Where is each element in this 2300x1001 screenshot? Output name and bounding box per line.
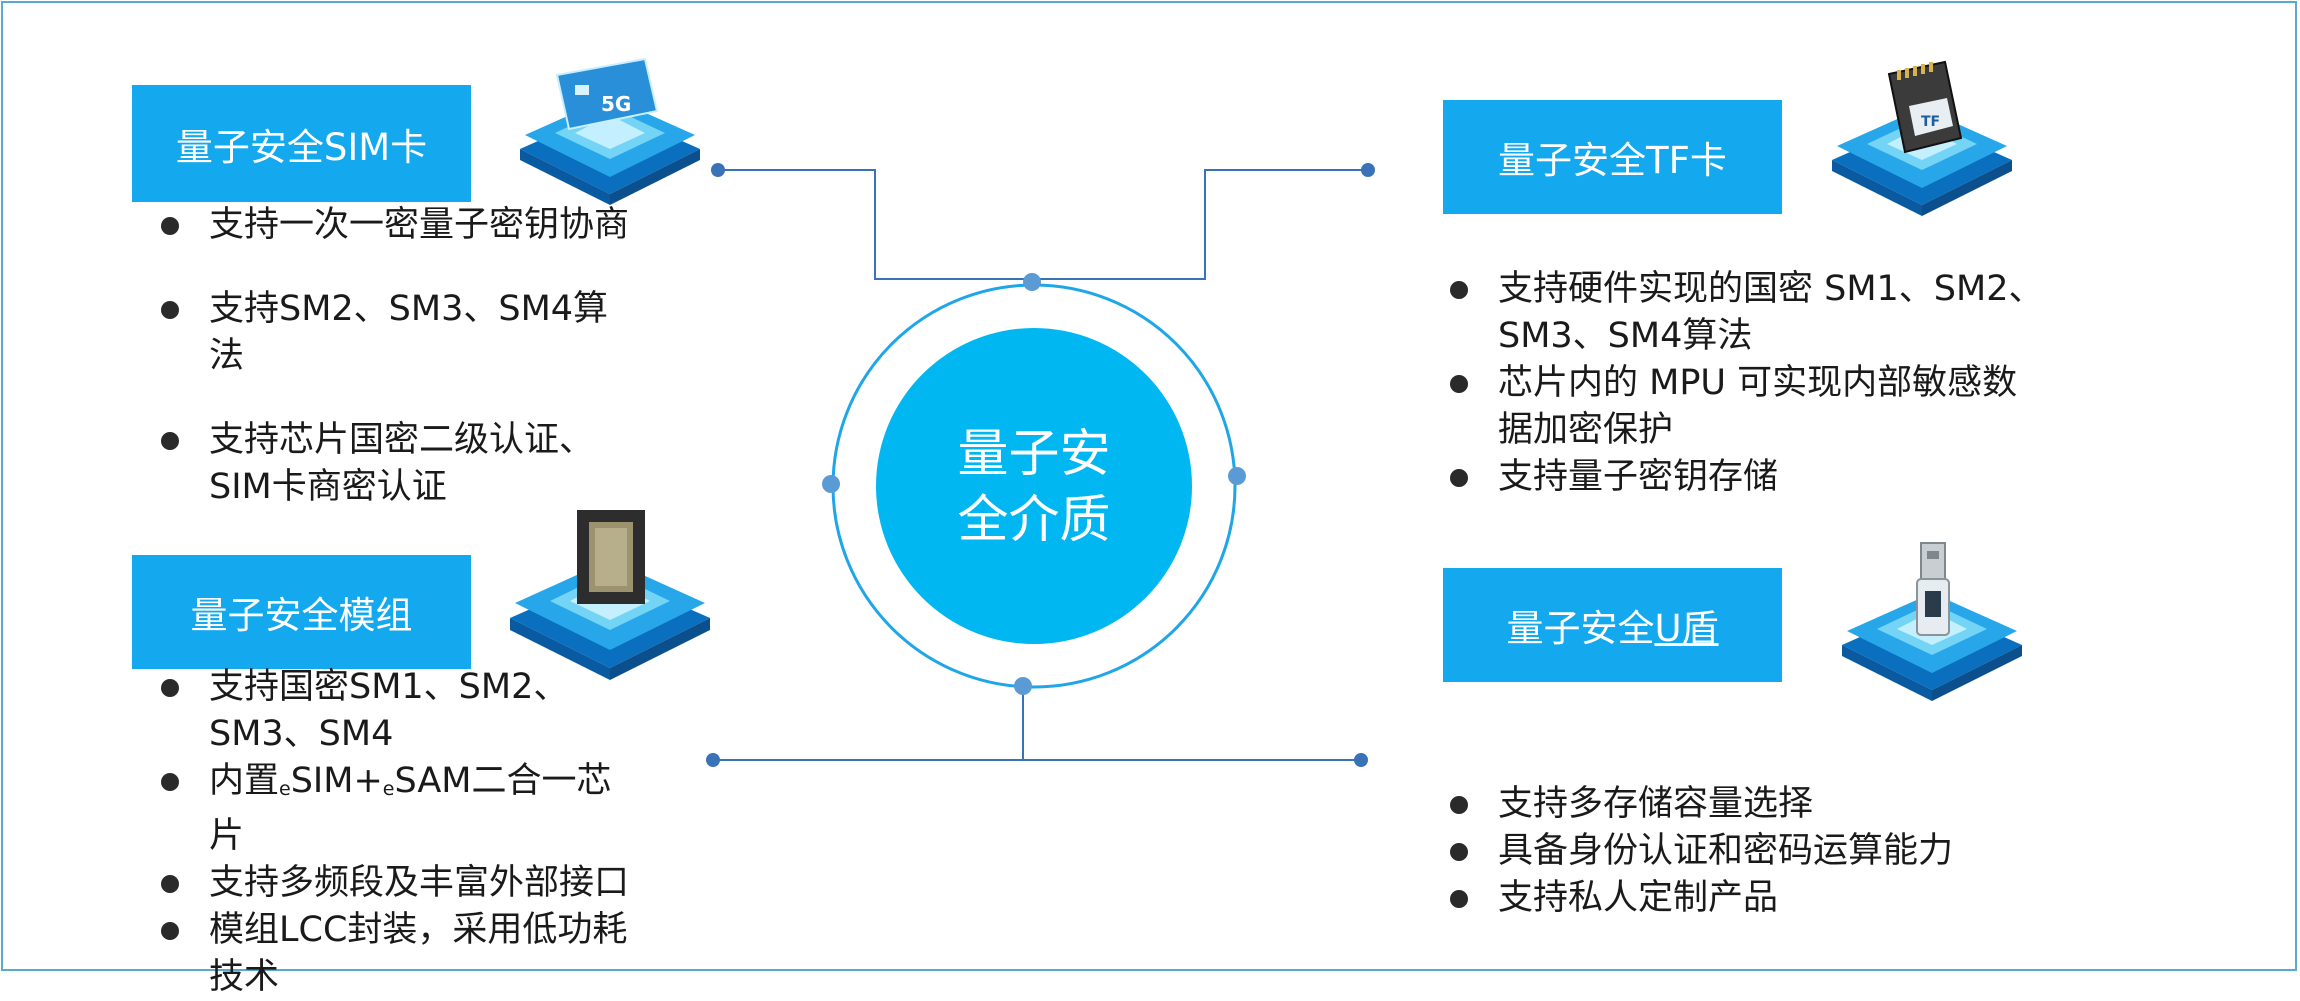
module-feature-text-a: 内置 bbox=[209, 761, 280, 801]
module-feature-esmall: e bbox=[382, 778, 395, 800]
sim-card-features: 支持一次一密量子密钥协商 支持SM2、SM3、SM4算 法 支持芯片国密二级认证… bbox=[154, 202, 674, 511]
tf-feature-text-cont: 据加密保护 bbox=[1498, 410, 1674, 450]
module-feature-text-cont: SM3、SM4 bbox=[209, 714, 394, 754]
usb-shield-chip-icon bbox=[1842, 542, 2022, 701]
sim-card-label: 量子安全SIM卡 bbox=[132, 85, 471, 202]
sim-feature-text: 支持芯片国密二级认证、 bbox=[209, 420, 595, 460]
module-feature-text-cont: 技术 bbox=[209, 957, 280, 997]
module-features: 支持国密SM1、SM2、 SM3、SM4 内置eSIM+eSAM二合一芯 片 支… bbox=[154, 664, 674, 1001]
tf-feature-item: 芯片内的 MPU 可实现内部敏感数 据加密保护 bbox=[1443, 360, 2163, 454]
svg-text:TF: TF bbox=[1921, 114, 1940, 130]
diagram-frame bbox=[1, 1, 2297, 971]
ring-node-bottom bbox=[1014, 677, 1032, 695]
ring-node-right bbox=[1228, 467, 1246, 485]
module-feature-esmall: e bbox=[279, 778, 291, 800]
module-feature-text: 模组LCC封装，采用低功耗 bbox=[209, 910, 628, 950]
sim-feature-item: 支持一次一密量子密钥协商 bbox=[154, 202, 674, 249]
endpoint-u-shield bbox=[1354, 753, 1368, 767]
endpoint-tf bbox=[1361, 163, 1375, 177]
module-feature-text-b: SIM+ bbox=[290, 761, 383, 801]
module-feature-text-c: SAM二合一芯 bbox=[394, 761, 612, 801]
connector-diagram bbox=[706, 163, 1375, 767]
sim-feature-text-cont: 法 bbox=[209, 336, 245, 376]
connector-line-module bbox=[713, 686, 1024, 761]
tf-feature-text: 支持硬件实现的国密 SM1、SM2、 bbox=[1498, 269, 2044, 309]
module-label-text: 量子安全模组 bbox=[190, 594, 413, 637]
module-feature-item: 模组LCC封装，采用低功耗 技术 bbox=[154, 907, 674, 1001]
tf-feature-text: 芯片内的 MPU 可实现内部敏感数 bbox=[1498, 363, 2018, 403]
center-circle bbox=[876, 328, 1192, 644]
tf-card-label-text: 量子安全TF卡 bbox=[1498, 139, 1727, 182]
connector-line-tf bbox=[1032, 169, 1368, 280]
sim-feature-item: 支持芯片国密二级认证、 SIM卡商密认证 bbox=[154, 417, 674, 511]
tf-feature-item: 支持硬件实现的国密 SM1、SM2、 SM3、SM4算法 bbox=[1443, 266, 2163, 360]
center-title-line1: 量子安 bbox=[957, 425, 1111, 484]
endpoint-sim bbox=[711, 163, 725, 177]
svg-text:5G: 5G bbox=[601, 92, 631, 116]
module-label: 量子安全模组 bbox=[132, 555, 471, 669]
u-shield-features: 支持多存储容量选择 具备身份认证和密码运算能力 支持私人定制产品 bbox=[1443, 781, 2143, 922]
module-feature-item: 支持国密SM1、SM2、 SM3、SM4 bbox=[154, 664, 674, 758]
sim-feature-item: 支持SM2、SM3、SM4算 法 bbox=[154, 286, 674, 380]
endpoint-module bbox=[706, 753, 720, 767]
ring-node-left bbox=[822, 475, 840, 493]
sim-card-chip-icon: 5G bbox=[520, 57, 700, 205]
tf-card-features: 支持硬件实现的国密 SM1、SM2、 SM3、SM4算法 芯片内的 MPU 可实… bbox=[1443, 266, 2163, 501]
module-feature-text: 支持国密SM1、SM2、 bbox=[209, 667, 569, 707]
tf-card-chip-icon: TF bbox=[1832, 60, 2012, 216]
u-shield-label-prefix: 量子安全 bbox=[1506, 607, 1655, 650]
u-shield-feature-item: 支持私人定制产品 bbox=[1443, 875, 2143, 922]
module-chip-icon bbox=[510, 510, 710, 680]
sim-feature-text-cont: SIM卡商密认证 bbox=[209, 467, 447, 507]
u-shield-label-underlined: U盾 bbox=[1654, 607, 1719, 650]
center-title-line2: 全介质 bbox=[957, 491, 1111, 550]
module-feature-text-cont: 片 bbox=[209, 816, 245, 856]
sim-feature-text: 支持SM2、SM3、SM4算 bbox=[209, 289, 609, 329]
ring-node-top bbox=[1023, 273, 1041, 291]
center-title: 量子安 全介质 bbox=[900, 422, 1168, 554]
u-shield-feature-item: 支持多存储容量选择 bbox=[1443, 781, 2143, 828]
connector-line-sim bbox=[718, 169, 1032, 280]
u-shield-label-text: 量子安全U盾 bbox=[1506, 598, 1718, 652]
sim-card-label-text: 量子安全SIM卡 bbox=[175, 125, 428, 169]
u-shield-feature-item: 具备身份认证和密码运算能力 bbox=[1443, 828, 2143, 875]
tf-feature-item: 支持量子密钥存储 bbox=[1443, 454, 2163, 501]
tf-feature-text-cont: SM3、SM4算法 bbox=[1498, 316, 1753, 356]
module-feature-item: 支持多频段及丰富外部接口 bbox=[154, 860, 674, 907]
module-feature-item: 内置eSIM+eSAM二合一芯 片 bbox=[154, 758, 674, 860]
u-shield-label: 量子安全U盾 bbox=[1443, 568, 1782, 682]
tf-card-label: 量子安全TF卡 bbox=[1443, 100, 1782, 214]
